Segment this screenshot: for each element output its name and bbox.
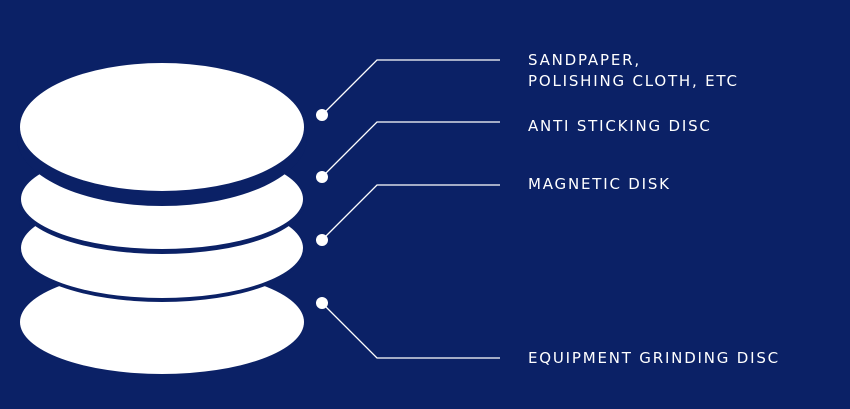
sandpaper-disc-shape <box>20 63 304 191</box>
anchor-dot-magnetic <box>316 234 328 246</box>
leader-line-anti-sticking <box>321 121 500 178</box>
label-anti-sticking-disc: ANTI STICKING DISC <box>528 116 712 137</box>
label-magnetic-disk-text: MAGNETIC DISK <box>528 175 671 193</box>
label-sandpaper: SANDPAPER, POLISHING CLOTH, ETC <box>528 50 739 92</box>
label-sandpaper-line-1: SANDPAPER, <box>528 51 641 69</box>
leader-line-grinding <box>321 302 500 359</box>
label-equipment-grinding-disc-text: EQUIPMENT GRINDING DISC <box>528 349 780 367</box>
leader-line-sandpaper <box>321 59 500 116</box>
label-anti-sticking-disc-text: ANTI STICKING DISC <box>528 117 712 135</box>
anchor-dot-anti-sticking <box>316 171 328 183</box>
label-magnetic-disk: MAGNETIC DISK <box>528 174 671 195</box>
anchor-dot-grinding <box>316 297 328 309</box>
label-equipment-grinding-disc: EQUIPMENT GRINDING DISC <box>528 348 780 369</box>
equipment-grinding-disc-shape <box>20 270 304 374</box>
anchor-dot-sandpaper <box>316 109 328 121</box>
leader-line-magnetic <box>321 184 500 241</box>
label-sandpaper-line-2: POLISHING CLOTH, ETC <box>528 72 739 90</box>
